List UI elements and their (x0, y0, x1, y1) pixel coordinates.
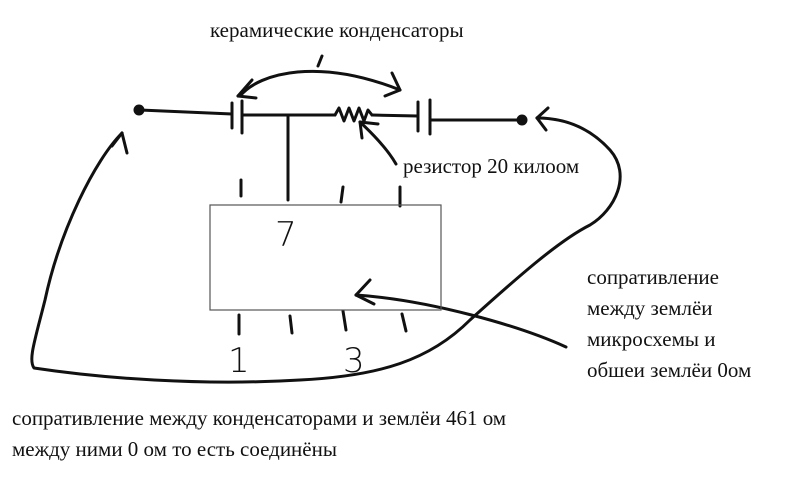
chip-ground-note-line: микросхемы и (587, 327, 716, 351)
chip-ground-note-line: между землёи (587, 296, 713, 320)
left-terminal (133, 104, 145, 116)
chip-body (209, 204, 442, 311)
chip-top-pins (239, 178, 402, 208)
chip-bottom-pins (237, 309, 408, 336)
pin-1-label: 1 (228, 341, 250, 381)
chip-number: 7 (275, 215, 297, 255)
capacitor-ground-note-line: сопративление между конденсаторами и зем… (12, 406, 507, 430)
pin-3-label: 3 (343, 341, 365, 381)
right-terminal (516, 114, 528, 126)
capacitor-ground-note: сопративление между конденсаторами и зем… (12, 403, 506, 465)
capacitor-ground-note-line: между ними 0 ом то есть соединёны (12, 437, 337, 461)
capacitors-label: керамические конденсаторы (210, 18, 464, 42)
capacitor-left (230, 99, 244, 135)
resistor-label: резистор 20 килоом (403, 154, 580, 178)
resistor-arrow (358, 120, 398, 166)
chip-ground-arrow (354, 278, 568, 349)
capacitors-double-arrow (236, 54, 402, 100)
chip-ground-note: сопративление между землёи микросхемы и … (587, 262, 751, 386)
ground-loop (30, 116, 622, 384)
main-wire (138, 108, 524, 122)
chip-ground-note-line: сопративление (587, 265, 719, 289)
capacitor-right (416, 98, 432, 136)
ground-loop-arrowheads (110, 106, 550, 155)
chip-ground-note-line: обшеи землёи 0ом (587, 358, 752, 382)
resistor-symbol (333, 106, 374, 123)
